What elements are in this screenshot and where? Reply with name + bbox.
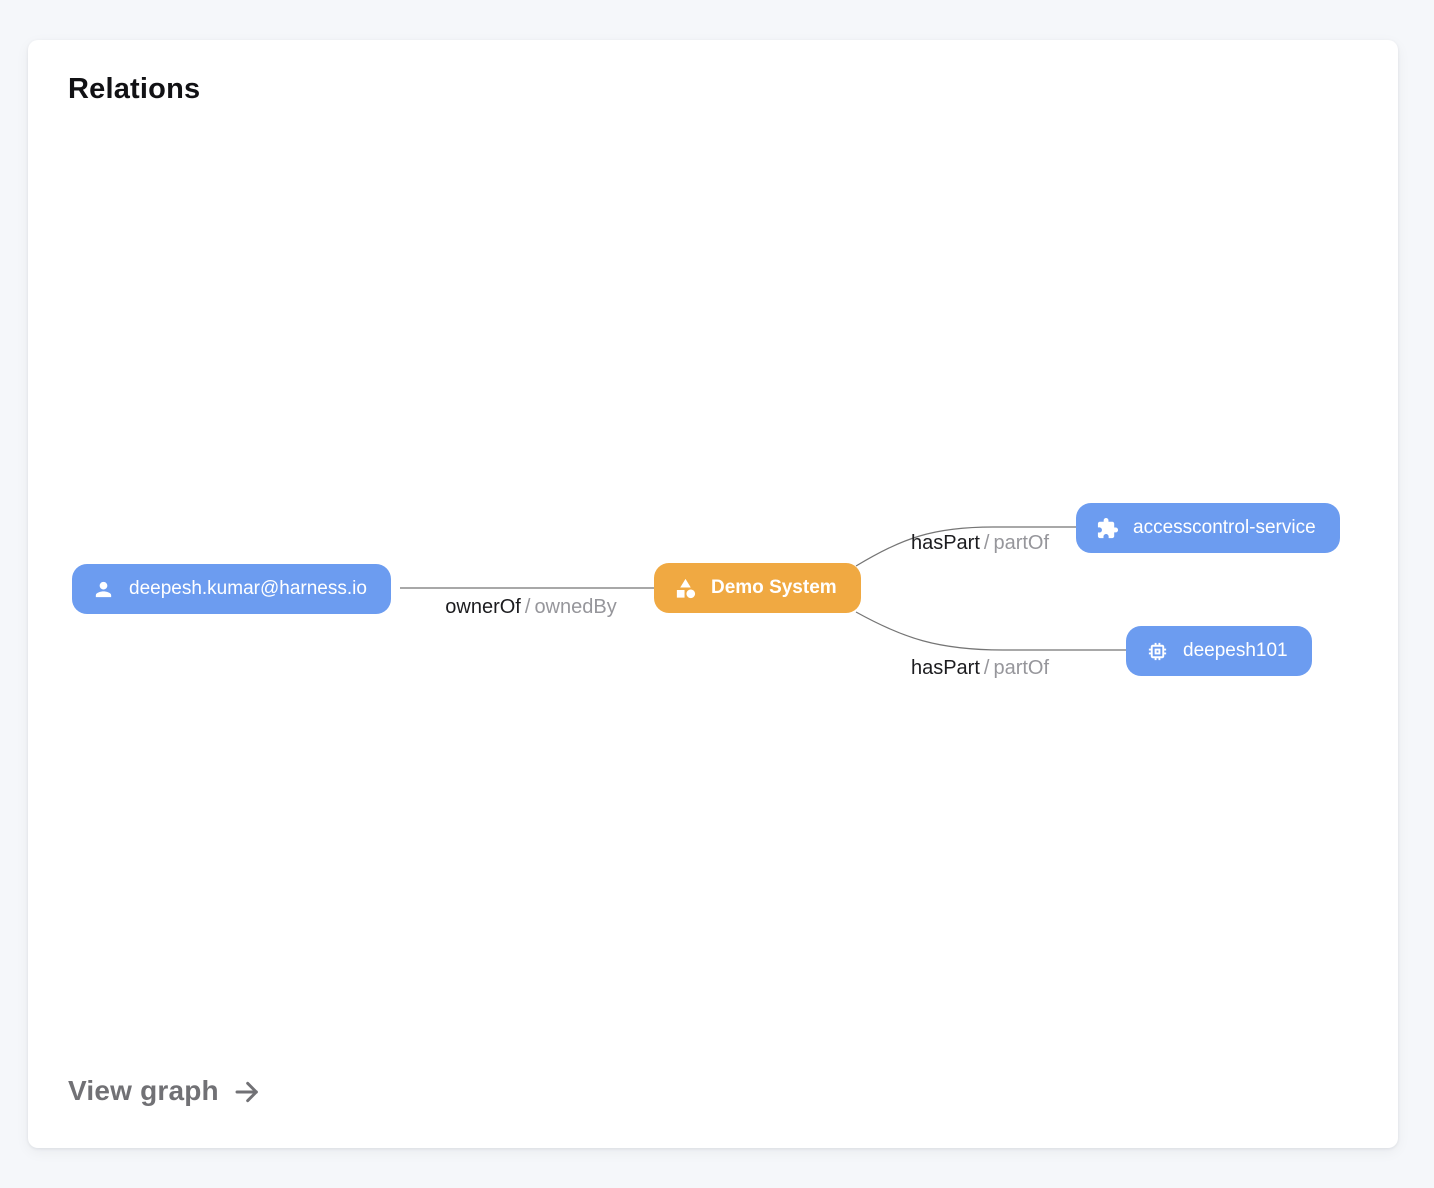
node-label: deepesh101 [1183,640,1288,661]
card-title: Relations [68,73,201,105]
category-icon [674,577,697,600]
relations-graph: ownerOf/ownedBy hasPart/partOf hasPart/p… [28,40,1398,1148]
edge-label-secondary: partOf [993,657,1050,679]
node-system-entity[interactable]: Demo System [654,563,861,613]
edge-label-secondary: partOf [993,532,1050,554]
relations-card: Relations ownerOf/ownedBy hasPart/partOf… [28,40,1398,1148]
edge-label-separator: / [983,532,990,554]
edge-label-secondary: ownedBy [534,596,617,618]
edge-label-separator: / [983,657,990,679]
node-api-entity[interactable]: deepesh101 [1126,626,1312,676]
edge-label-primary: ownerOf [445,596,521,618]
node-label: accesscontrol-service [1133,517,1316,538]
edge-label-primary: hasPart [910,532,980,554]
edge-label-haspart-partof-bottom: hasPart/partOf [911,657,1049,680]
edge-label-haspart-partof-top: hasPart/partOf [911,532,1049,555]
node-user-entity[interactable]: deepesh.kumar@harness.io [72,564,391,614]
edge-lines [400,526,1126,651]
view-graph-link[interactable]: View graph [68,1073,263,1108]
chip-icon [1146,640,1169,663]
node-label: deepesh.kumar@harness.io [129,578,367,599]
edge-system-api [855,611,1126,651]
node-label: Demo System [711,577,837,598]
edge-system-service [855,526,1076,567]
node-service-entity[interactable]: accesscontrol-service [1076,503,1340,553]
arrow-right-icon [235,1081,258,1103]
person-icon [92,578,115,601]
edge-label-primary: hasPart [910,657,980,679]
edge-label-separator: / [524,596,531,618]
view-graph-label: View graph [68,1074,219,1106]
edge-label-ownerof-ownedby: ownerOf/ownedBy [445,596,616,619]
puzzle-icon [1096,517,1119,540]
